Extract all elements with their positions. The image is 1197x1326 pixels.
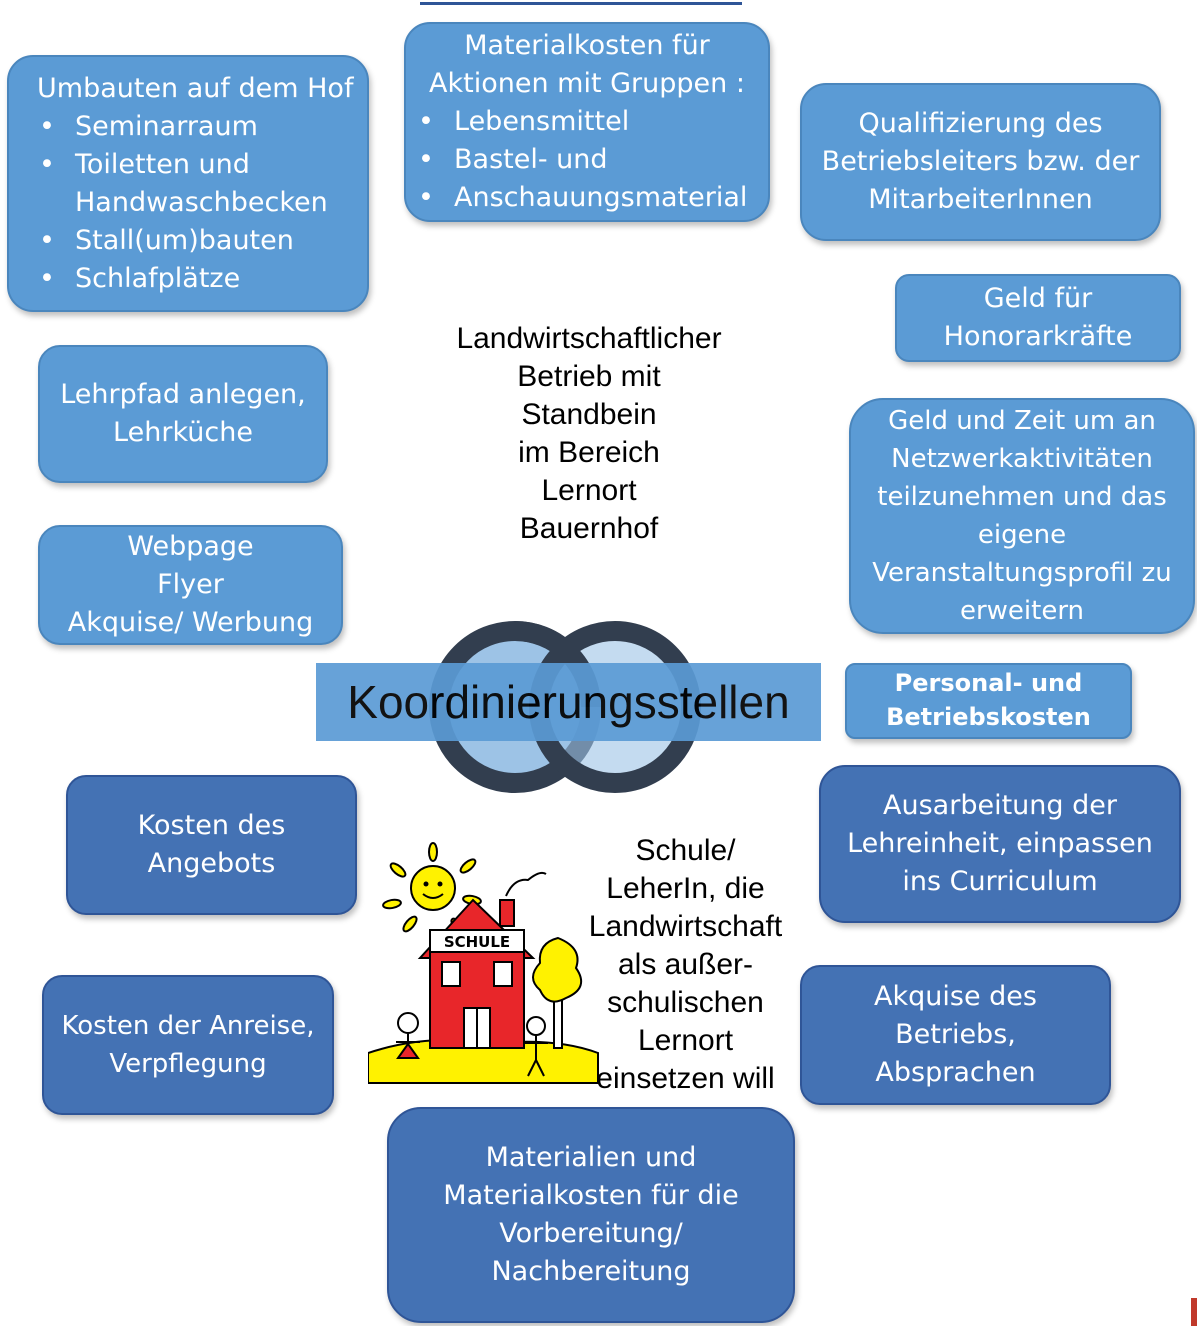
network-activities-box: Geld und Zeit um an Netzwerkaktivitäten … [849, 398, 1195, 634]
box-line: Angebots [147, 848, 276, 879]
teaching-path-box: Lehrpfad anlegen, Lehrküche [38, 345, 328, 483]
text-line: schulischen [607, 986, 764, 1019]
text-line: LeherIn, die [606, 872, 765, 905]
list-item: Anschauungsmaterial [418, 179, 747, 217]
travel-costs-box: Kosten der Anreise, Verpflegung [42, 975, 334, 1115]
qualification-box: Qualifizierung des Betriebsleiters bzw. … [800, 83, 1161, 241]
box-line: Veranstaltungsprofil zu [872, 558, 1172, 588]
personnel-costs-box: Personal- und Betriebskosten [845, 663, 1132, 739]
box-line: MitarbeiterInnen [868, 184, 1093, 215]
text-line: Landwirtschaft [588, 910, 783, 943]
box-line: Ausarbeitung der [883, 790, 1117, 821]
box-line: Nachbereitung [491, 1256, 691, 1287]
box-line: Honorarkräfte [943, 321, 1133, 352]
box-line: Betriebsleiters bzw. der [821, 146, 1140, 177]
list-item: Stall(um)bauten [39, 222, 335, 260]
box-line: ins Curriculum [902, 866, 1098, 897]
fee-workers-box: Geld für Honorarkräfte [895, 274, 1181, 362]
box-line: Betriebskosten [886, 703, 1091, 731]
top-divider [420, 2, 742, 5]
text-line: Schule/ [635, 834, 736, 867]
text-line: Bauernhof [519, 512, 659, 545]
text-line: Lernort [541, 474, 637, 507]
box-line: Kosten der Anreise, [61, 1011, 315, 1041]
group-material-costs-box: Materialkosten für Aktionen mit Gruppen … [404, 22, 770, 222]
hof-renovations-list: Seminarraum Toiletten und Handwaschbecke… [37, 108, 335, 298]
box-line: erweitern [959, 596, 1085, 626]
text-line: Betrieb mit [517, 360, 661, 393]
box-line: Akquise des [874, 981, 1037, 1012]
text-line: einsetzen will [596, 1062, 775, 1095]
offer-costs-box: Kosten des Angebots [66, 775, 357, 915]
box-line: Materialien und [485, 1142, 697, 1173]
box-line: teilzunehmen und das [877, 482, 1167, 512]
list-item: Lebensmittel [418, 103, 747, 141]
box-line: Flyer [157, 569, 224, 600]
list-item: Schlafplätze [39, 260, 335, 298]
box-line: Webpage [127, 531, 254, 562]
group-material-list: Lebensmittel Bastel- und Anschauungsmate… [418, 103, 747, 217]
text-line: Landwirtschaftlicher [456, 322, 722, 355]
box-line: eigene [977, 520, 1067, 550]
box-line: Geld für [983, 283, 1093, 314]
farm-description: Landwirtschaftlicher Betrieb mit Standbe… [430, 320, 748, 548]
box-line: Geld und Zeit um an [888, 406, 1156, 436]
box-line: Lehrküche [113, 417, 253, 448]
edge-fragment [1191, 1298, 1197, 1326]
hof-renovations-title: Umbauten auf dem Hof [37, 72, 354, 104]
box-line: Lehrpfad anlegen, [60, 379, 306, 410]
box-line: Netzwerkaktivitäten [891, 444, 1153, 474]
text-line: als außer- [617, 948, 754, 981]
group-material-title-1: Materialkosten für [464, 30, 710, 61]
farm-acquisition-box: Akquise des Betriebs, Absprachen [800, 965, 1111, 1105]
school-description: Schule/ LeherIn, die Landwirtschaft als … [573, 832, 798, 1098]
box-line: Verpflegung [109, 1049, 267, 1079]
hof-renovations-box: Umbauten auf dem Hof Seminarraum Toilett… [7, 55, 369, 312]
list-item: Toiletten und Handwaschbecken [39, 146, 335, 222]
box-line: Qualifizierung des [858, 108, 1103, 139]
webpage-box: Webpage Flyer Akquise/ Werbung [38, 525, 343, 645]
text-line: im Bereich [518, 436, 660, 469]
box-line: Betriebs, [895, 1019, 1016, 1050]
box-line: Absprachen [875, 1057, 1036, 1088]
group-material-title-2: Aktionen mit Gruppen : [429, 68, 745, 99]
box-line: Lehreinheit, einpassen [847, 828, 1153, 859]
list-item: Bastel- und [418, 141, 747, 179]
school-illustration-icon: SCHULE [368, 842, 599, 1084]
box-line: Akquise/ Werbung [67, 607, 314, 638]
lesson-development-box: Ausarbeitung der Lehreinheit, einpassen … [819, 765, 1181, 923]
box-line: Materialkosten für die [443, 1180, 739, 1211]
coordination-text: Koordinierungsstellen [347, 676, 790, 728]
preparation-materials-box: Materialien und Materialkosten für die V… [387, 1107, 795, 1323]
coordination-label: Koordinierungsstellen [316, 663, 821, 741]
box-line: Vorbereitung/ [499, 1218, 683, 1249]
school-sign-text: SCHULE [444, 933, 510, 951]
text-line: Standbein [521, 398, 657, 431]
list-item: Seminarraum [39, 108, 335, 146]
box-line: Personal- und [894, 669, 1083, 698]
box-line: Kosten des [137, 810, 286, 841]
text-line: Lernort [637, 1024, 734, 1057]
